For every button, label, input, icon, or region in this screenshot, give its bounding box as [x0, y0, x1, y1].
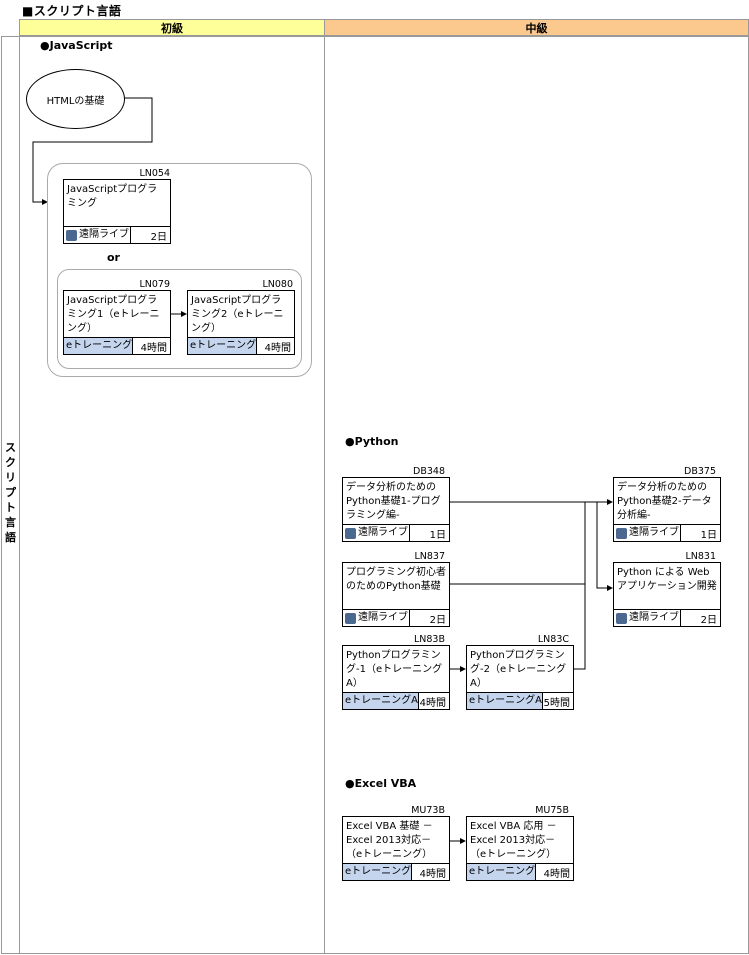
course-title: Pythonプログラミング-2（eトレーニング A） [470, 650, 567, 689]
column-header-intermediate: 中級 [324, 19, 749, 36]
course-type: eトレーニングA [343, 693, 418, 709]
course-type: 遠隔ライブ [629, 612, 679, 623]
or-label: or [107, 251, 120, 264]
course-code: DB348 [413, 466, 445, 477]
section-javascript: ●JavaScript [40, 39, 113, 52]
course-duration: 4時間 [132, 338, 170, 354]
course-duration: 1日 [680, 525, 720, 541]
remote-live-icon [616, 612, 627, 624]
course-type: 遠隔ライブ [358, 612, 408, 623]
course-title: Python による Web アプリケーション開発 [617, 567, 717, 592]
start-node-html-basics: HTMLの基礎 [26, 69, 125, 129]
course-code: LN079 [139, 279, 170, 290]
remote-live-icon [66, 229, 77, 241]
course-code: LN83C [537, 634, 569, 645]
course-code: LN837 [414, 551, 445, 562]
course-code: MU73B [411, 805, 445, 816]
course-type: eトレーニング [467, 864, 536, 880]
course-duration: 4時間 [535, 864, 573, 880]
course-type: 遠隔ライブ [629, 527, 679, 538]
course-title: Excel VBA 基礎 － Excel 2013対応－（eトレーニング） [346, 821, 433, 860]
row-label: スクリプト言語 [5, 441, 16, 544]
course-title: データ分析のためのPython基礎1-プログラミング編- [346, 482, 441, 521]
course-duration: 4時間 [418, 693, 449, 709]
group-javascript-etraining [57, 269, 302, 369]
start-node-label: HTMLの基礎 [46, 95, 105, 107]
course-duration: 4時間 [256, 338, 294, 354]
course-duration: 2日 [680, 610, 720, 626]
course-duration: 2日 [130, 227, 170, 243]
course-duration: 5時間 [542, 693, 573, 709]
column-header-beginner: 初級 [19, 19, 325, 36]
course-duration: 2日 [409, 610, 449, 626]
course-code: MU75B [535, 805, 569, 816]
group-javascript-options [47, 163, 312, 377]
course-type: eトレーニング [188, 338, 257, 354]
page-title: ■スクリプト言語 [22, 4, 122, 18]
course-code: LN83B [413, 634, 445, 645]
course-duration: 4時間 [411, 864, 449, 880]
course-title: Excel VBA 応用 － Excel 2013対応－（eトレーニング） [470, 821, 557, 860]
course-code: LN054 [139, 168, 170, 179]
connector-trunk [573, 502, 586, 670]
course-type: eトレーニング [64, 338, 133, 354]
remote-live-icon [345, 527, 356, 539]
connector-html-to-js [32, 97, 153, 205]
course-title: データ分析のためのPython基礎2-データ分析編- [617, 482, 712, 521]
course-title: JavaScriptプログラミング1（eトレーニング） [67, 295, 160, 334]
course-duration: 1日 [409, 525, 449, 541]
remote-live-icon [616, 527, 627, 539]
course-card-mu75b[interactable]: Excel VBA 応用 － Excel 2013対応－（eトレーニング） eト… [466, 816, 574, 881]
section-python: ●Python [345, 435, 399, 448]
course-title: プログラミング初心者のためのPython基礎 [346, 567, 446, 592]
section-excel-vba: ●Excel VBA [345, 777, 417, 790]
course-code: LN080 [262, 279, 293, 290]
course-title: JavaScriptプログラミング [67, 184, 158, 209]
course-title: Pythonプログラミング-1（eトレーニング A） [346, 650, 443, 689]
course-card-mu73b[interactable]: Excel VBA 基礎 － Excel 2013対応－（eトレーニング） eト… [342, 816, 450, 881]
course-code: DB375 [684, 466, 716, 477]
course-code: LN831 [685, 551, 716, 562]
course-type: eトレーニングA [467, 693, 542, 709]
course-type: 遠隔ライブ [358, 527, 408, 538]
connector-to-ln831 [596, 502, 613, 591]
remote-live-icon [345, 612, 356, 624]
course-type: 遠隔ライブ [79, 229, 129, 240]
course-title: JavaScriptプログラミング2（eトレーニング） [191, 295, 284, 334]
course-type: eトレーニング [343, 864, 412, 880]
